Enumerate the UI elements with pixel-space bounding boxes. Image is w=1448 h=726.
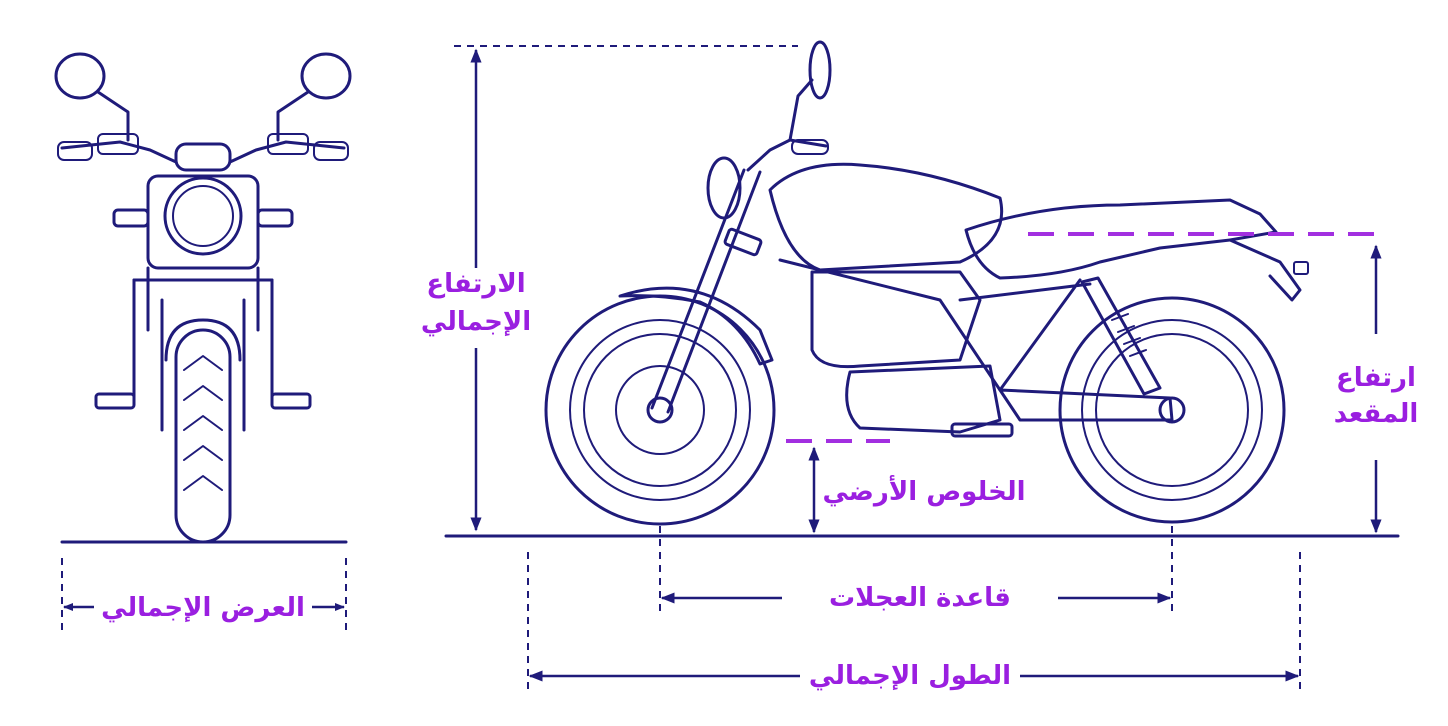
side-panel	[810, 270, 982, 369]
wheelbase-dimension	[659, 526, 1173, 616]
headlight	[163, 176, 243, 256]
swingarm	[998, 388, 1174, 422]
ground-clearance-dimension	[786, 439, 890, 534]
fuel-tank	[768, 162, 1004, 272]
seat-height-dimension	[1028, 232, 1384, 534]
left-footpeg	[94, 392, 136, 410]
rear-shock	[1080, 276, 1162, 396]
seat-height-label-line2: المقعد	[1334, 399, 1419, 429]
mirror-side	[808, 40, 832, 100]
overall-height-label-line2: الإجمالي	[421, 307, 531, 337]
overall-width-label: العرض الإجمالي	[101, 593, 305, 623]
overall-height-label-line1: الارتفاع	[426, 269, 525, 299]
overall-length-dimension	[527, 552, 1301, 692]
headlight-side	[706, 156, 742, 220]
gauge	[174, 142, 232, 172]
front-fender	[618, 286, 774, 366]
right-mirror	[300, 52, 352, 100]
left-mirror	[54, 52, 106, 100]
footpeg	[950, 422, 1014, 438]
rear-wheel	[1058, 296, 1286, 524]
front-tire	[174, 328, 232, 544]
overall-height-dimension	[418, 45, 798, 532]
rear-fender	[1228, 238, 1302, 302]
engine	[845, 364, 1002, 434]
front-fork	[650, 168, 762, 414]
overall-length-label: الطول الإجمالي	[809, 661, 1011, 691]
seat	[964, 198, 1278, 280]
side-view-motorcycle	[544, 40, 1309, 526]
wheelbase-label: قاعدة العجلات	[829, 583, 1011, 613]
seat-height-label-line1: ارتفاع	[1336, 363, 1416, 393]
overall-width-dimension	[61, 558, 347, 632]
ground-clearance-label: الخلوص الأرضي	[822, 475, 1025, 507]
front-view-motorcycle	[54, 52, 352, 544]
right-footpeg	[270, 392, 312, 410]
